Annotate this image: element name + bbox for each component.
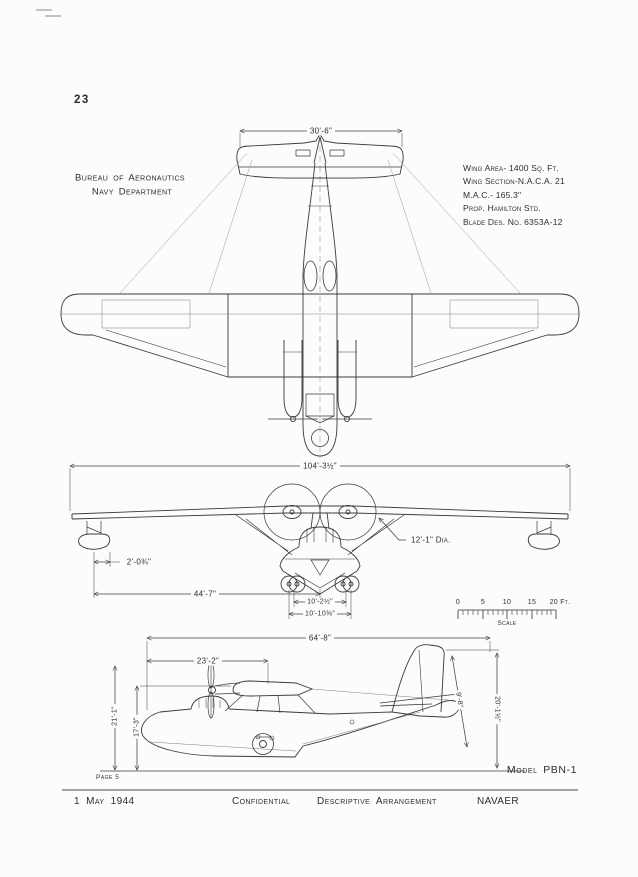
dim-beam-inner: 10'-2½" <box>305 598 335 606</box>
scale-tick-10: 10 <box>502 599 512 606</box>
dim-float-clearance: 2'-0¾" <box>123 557 155 567</box>
footer-agency: NAVAER <box>477 796 520 807</box>
dim-wing-span: 104'-3½" <box>300 461 340 471</box>
footer-classification: Confidential <box>232 796 291 807</box>
dim-nose-to-prop: 23'-2" <box>193 656 223 666</box>
scale-tick-20ft: 20 Ft. <box>549 599 571 606</box>
footer-date: 1 May 1944 <box>74 796 135 807</box>
dim-overall-length: 64'-8" <box>305 633 335 643</box>
scale-tick-5: 5 <box>480 599 486 606</box>
dim-prop-diameter: 12'-1" Dia. <box>408 535 454 545</box>
dim-float-to-center: 44'-7" <box>190 589 220 599</box>
plan-view-drawing <box>60 133 580 458</box>
org-title-line1: Bureau of Aeronautics <box>75 172 185 184</box>
dim-tail-span: 30'-6" <box>306 126 336 136</box>
page-label: Page 5 <box>96 774 120 781</box>
dim-tail-height-overall: 20'-1½" <box>493 694 501 724</box>
scale-tick-0: 0 <box>455 599 461 606</box>
spec-line: Blade Des. No. 6353A-12 <box>463 216 563 227</box>
spec-line: Prop. Hamilton Std. <box>463 203 541 214</box>
spec-line: Wing Section-N.A.C.A. 21 <box>463 176 565 187</box>
corner-marks <box>36 9 61 17</box>
dim-height-hull: 17'-3" <box>133 715 141 739</box>
front-view-drawing <box>71 483 569 595</box>
scale-bar <box>457 609 557 619</box>
spec-block: Wing Area- 1400 Sq. Ft. Wing Section-N.A… <box>463 162 565 229</box>
dimension-lines <box>69 128 571 771</box>
model-designation: Model PBN-1 <box>506 764 578 776</box>
spec-line: M.A.C.- 165.3" <box>463 189 522 200</box>
spec-line: Wing Area- 1400 Sq. Ft. <box>463 163 559 173</box>
dim-height-overall-left: 21'-1" <box>111 704 119 728</box>
scale-tick-15: 15 <box>527 599 537 606</box>
footer-doc-title: Descriptive Arrangement <box>317 796 437 807</box>
org-title-line2: Navy Department <box>91 186 173 198</box>
dim-beam-outer: 10'-10⅜" <box>303 610 337 618</box>
side-view-drawing <box>100 644 525 772</box>
scale-caption: Scale <box>497 620 517 627</box>
sheet-page-number: 23 <box>74 94 90 106</box>
